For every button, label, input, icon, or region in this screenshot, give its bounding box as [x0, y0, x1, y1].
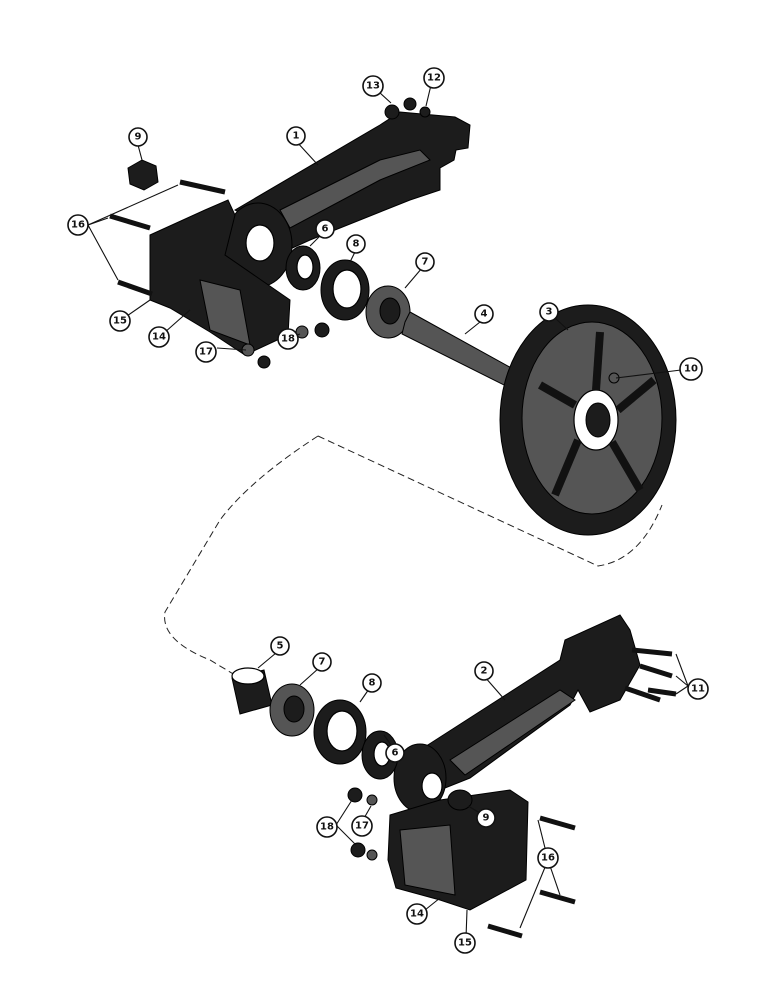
nut-part-18c — [314, 322, 330, 338]
bolts-part-11 — [624, 647, 677, 703]
svg-text:12: 12 — [427, 73, 441, 84]
svg-text:16: 16 — [541, 853, 555, 864]
nut-part-18 — [257, 355, 271, 369]
callout-8-lower: 8 — [362, 673, 382, 693]
svg-text:14: 14 — [410, 909, 424, 920]
washer-part-17-lower-b — [366, 849, 378, 861]
nut-part-18-lower-b — [350, 842, 366, 858]
ring-bore-8 — [332, 269, 362, 309]
assembly-path-dashed — [164, 435, 663, 676]
callout-17-upper: 17 — [195, 341, 217, 363]
idler-wheel-spokes — [538, 331, 657, 497]
washer-part-12 — [419, 106, 431, 118]
lower-assembly — [231, 614, 677, 939]
callout-7-lower: 7 — [312, 652, 332, 672]
svg-text:4: 4 — [481, 309, 488, 320]
svg-text:9: 9 — [483, 813, 490, 824]
svg-text:11: 11 — [691, 684, 705, 695]
bracket-part-15 — [149, 199, 291, 356]
bolts-part-16 — [109, 179, 226, 297]
callout-13: 13 — [362, 75, 384, 97]
svg-text:2: 2 — [481, 666, 488, 677]
callout-16-upper: 16 — [67, 214, 89, 236]
svg-text:6: 6 — [322, 224, 329, 235]
svg-text:14: 14 — [152, 332, 166, 343]
callout-18-lower: 18 — [316, 816, 338, 838]
arm-rib — [279, 149, 431, 229]
nut-part-9 — [127, 159, 159, 191]
callout-8-upper: 8 — [346, 234, 366, 254]
svg-text:7: 7 — [422, 257, 429, 268]
svg-text:8: 8 — [353, 239, 360, 250]
callout-12: 12 — [423, 67, 445, 89]
callout-5: 5 — [270, 636, 290, 656]
callout-11: 11 — [687, 678, 709, 700]
callout-16-lower: 16 — [537, 847, 559, 869]
callout-9-upper: 9 — [128, 127, 148, 147]
callout-14-lower: 14 — [406, 903, 428, 925]
svg-text:8: 8 — [369, 678, 376, 689]
sleeve-end-5 — [231, 667, 265, 685]
ring-bore-8-lower — [326, 710, 358, 752]
callout-9-lower: 9 — [476, 808, 496, 828]
nut-part-18-lower — [347, 787, 363, 803]
callout-15-lower: 15 — [454, 932, 476, 954]
svg-text:5: 5 — [277, 641, 284, 652]
callout-1: 1 — [286, 126, 306, 146]
callout-2: 2 — [474, 661, 494, 681]
nut-part-9-lower — [447, 789, 473, 811]
svg-text:1: 1 — [293, 131, 300, 142]
bolts-part-16-lower — [487, 815, 576, 939]
seal-bore-6 — [296, 254, 314, 280]
bearing-inner-7 — [379, 297, 401, 325]
arm-part-2 — [419, 614, 641, 791]
callout-3: 3 — [539, 302, 559, 322]
shaft-part-4 — [401, 311, 519, 389]
callout-6-lower: 6 — [385, 743, 405, 763]
svg-text:10: 10 — [684, 364, 698, 375]
svg-text:13: 13 — [366, 81, 380, 92]
idler-wheel-bore — [585, 402, 611, 438]
callout-4: 4 — [474, 304, 494, 324]
callout-15-upper: 15 — [109, 310, 131, 332]
leader-lines — [87, 84, 689, 939]
callout-17-lower: 17 — [351, 815, 373, 837]
svg-text:3: 3 — [546, 307, 553, 318]
svg-text:15: 15 — [113, 316, 127, 327]
arm-eye-bore — [245, 224, 275, 262]
callout-6-upper: 6 — [315, 219, 335, 239]
svg-text:17: 17 — [199, 347, 213, 358]
callout-7-upper: 7 — [415, 252, 435, 272]
callout-18-upper: 18 — [277, 328, 299, 350]
arm-rib-lower — [449, 689, 576, 776]
svg-text:15: 15 — [458, 938, 472, 949]
arm-eye-bore-lower — [421, 772, 443, 800]
svg-text:17: 17 — [355, 821, 369, 832]
svg-text:16: 16 — [71, 220, 85, 231]
upper-assembly — [109, 97, 677, 536]
svg-text:9: 9 — [135, 132, 142, 143]
nut-part-13 — [384, 104, 400, 120]
callout-14-upper: 14 — [148, 326, 170, 348]
nut-part-13b — [403, 97, 417, 111]
callout-10: 10 — [679, 357, 703, 381]
bearing-inner-7-lower — [283, 695, 305, 723]
bracket-flange-lower — [399, 824, 456, 896]
svg-text:7: 7 — [319, 657, 326, 668]
washer-part-17-lower — [366, 794, 378, 806]
svg-text:18: 18 — [281, 334, 295, 345]
svg-text:18: 18 — [320, 822, 334, 833]
svg-text:6: 6 — [392, 748, 399, 759]
